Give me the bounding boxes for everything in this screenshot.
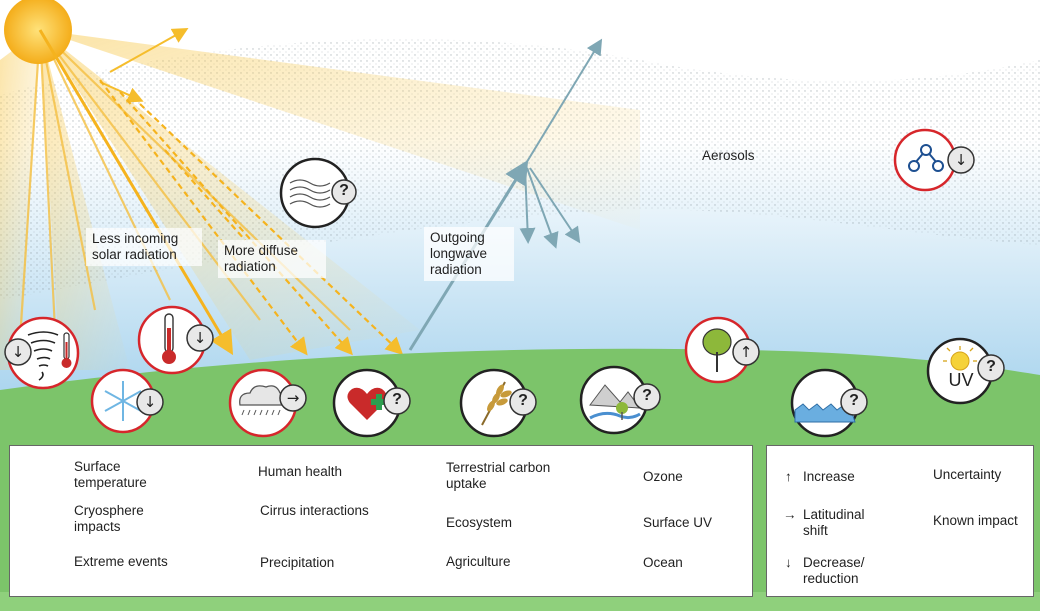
q-uv: ? <box>986 358 996 375</box>
human-health-uncertain-icon <box>332 368 411 438</box>
label-less-incoming: Less incoming solar radiation <box>86 228 202 266</box>
cryosphere-decrease-icon: ↓ <box>90 368 164 434</box>
uv-text: UV <box>948 370 974 390</box>
precipitation-shift-icon: → <box>228 368 307 438</box>
legend-key <box>766 445 1034 597</box>
surface-temperature-decrease-icon: ↓ <box>137 305 214 375</box>
legend-symbol-shift: → <box>783 507 797 522</box>
reflected-ray-1 <box>109 28 189 73</box>
incoming-solar-arrow <box>38 29 234 356</box>
legend-impacts <box>9 445 753 597</box>
ocean-uncertain-icon <box>790 368 868 438</box>
label-outgoing: Outgoing longwave radiation <box>424 227 514 281</box>
legend-label-decrease: Decrease/ reduction <box>803 555 865 586</box>
legend-label-extreme: Extreme events <box>74 554 168 569</box>
svg-text:→: → <box>287 389 300 407</box>
legend-symbol-decrease: ↓ <box>785 555 792 570</box>
legend-label-cirrus: Cirrus interactions <box>260 503 369 518</box>
legend-label-known: Known impact <box>933 513 1018 528</box>
legend-label-uncertainty: Uncertainty <box>933 467 1002 482</box>
legend-label-uv: Surface UV <box>643 515 713 530</box>
legend-label-cryosphere: Cryosphere impacts <box>74 503 144 534</box>
longwave-arrows <box>408 38 603 351</box>
svg-text:↓: ↓ <box>194 329 207 347</box>
diffuse-rays <box>99 79 404 356</box>
legend-label-carbon: Terrestrial carbon uptake <box>446 460 551 491</box>
q-cirrus: ? <box>339 182 349 199</box>
cirrus-uncertain-icon <box>279 157 357 229</box>
q-health: ? <box>392 391 402 408</box>
legend-label-ocean: Ocean <box>643 555 683 570</box>
extreme-events-decrease-icon: ↓ <box>4 316 80 390</box>
q-agriculture: ? <box>518 392 528 409</box>
label-more-diffuse: More diffuse radiation <box>218 240 326 278</box>
svg-text:↓: ↓ <box>955 151 968 169</box>
svg-text:↑: ↑ <box>740 343 753 361</box>
ozone-decrease-icon: ↓ <box>893 128 975 192</box>
legend-label-ozone: Ozone <box>643 469 683 484</box>
legend-label-agriculture: Agriculture <box>446 554 511 569</box>
legend-label-surface-temp: Surface temperature <box>74 459 147 490</box>
svg-text:↓: ↓ <box>12 343 25 361</box>
surface-uv-uncertain-icon <box>926 337 1005 405</box>
agriculture-uncertain-icon <box>459 368 537 438</box>
legend-label-increase: Increase <box>803 469 855 484</box>
legend-label-health: Human health <box>258 464 343 479</box>
legend-label-shift: Latitudinal shift <box>803 507 865 538</box>
ecosystem-uncertain-icon <box>579 365 661 435</box>
label-aerosols: Aerosols <box>702 148 755 163</box>
q-ecosystem: ? <box>642 387 652 404</box>
reflected-ray-2 <box>99 81 144 103</box>
svg-text:↓: ↓ <box>144 393 157 411</box>
q-ocean: ? <box>849 392 859 409</box>
sun <box>4 0 72 64</box>
carbon-uptake-increase-icon: ↑ <box>684 316 760 384</box>
legend-label-ecosystem: Ecosystem <box>446 515 513 530</box>
legend-symbol-increase: ↑ <box>785 469 792 484</box>
legend-label-precip: Precipitation <box>260 555 335 570</box>
